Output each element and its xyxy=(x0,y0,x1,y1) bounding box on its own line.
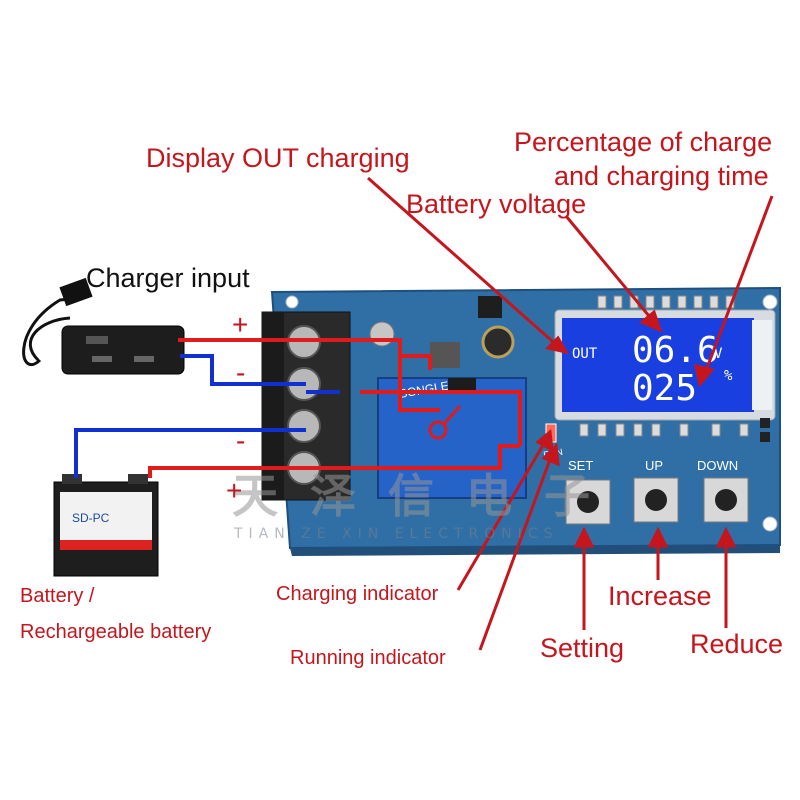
label-display-out: Display OUT charging xyxy=(146,143,410,173)
arrow-running-indicator xyxy=(478,453,554,651)
label-charging-indicator: Charging indicator xyxy=(276,583,439,605)
lcd-percent-unit: % xyxy=(724,368,733,384)
label-setting: Setting xyxy=(540,633,625,663)
inductor xyxy=(430,342,460,368)
side-pins xyxy=(760,418,770,442)
wire-relay-link xyxy=(360,390,522,446)
label-percentage-line1: Percentage of charge xyxy=(514,127,773,157)
arrowhead-setting xyxy=(573,526,595,548)
wire-battery-negative xyxy=(74,428,306,478)
arrow-battery-voltage xyxy=(564,215,656,323)
arrowhead-running-indicator xyxy=(541,442,560,467)
capacitor xyxy=(481,325,515,359)
wire-charger-negative xyxy=(180,354,306,386)
terminal-block-tab xyxy=(262,312,284,500)
label-running-indicator: Running indicator xyxy=(290,647,446,669)
down-button[interactable] xyxy=(703,477,749,523)
mounting-hole xyxy=(762,294,778,310)
label-minus-1: - xyxy=(236,357,246,388)
lcd-side-window xyxy=(752,320,772,410)
arrowhead-reduce xyxy=(715,526,737,548)
lcd-voltage-value: 06.6 xyxy=(632,330,719,371)
lcd-pins-top xyxy=(597,295,735,309)
arrowhead-increase xyxy=(647,526,669,548)
relay xyxy=(377,377,527,499)
mounting-hole xyxy=(762,516,778,532)
annotation-arrows xyxy=(367,176,774,651)
relay-switch-arm xyxy=(442,405,462,425)
arrow-charging-indicator xyxy=(456,439,548,591)
arrowhead-charging-indicator xyxy=(535,429,554,453)
label-percentage-line2: and charging time xyxy=(554,161,769,191)
wire-relay-switch xyxy=(398,356,440,412)
set-button[interactable] xyxy=(565,479,611,525)
lcd-pins-bottom xyxy=(579,423,749,437)
arrowhead-battery-voltage xyxy=(639,309,663,333)
label-reduce: Reduce xyxy=(690,629,784,659)
battery-image: SD-PC xyxy=(53,474,159,577)
label-plus-bottom: + xyxy=(226,475,243,506)
arrowhead-percentage xyxy=(694,363,715,388)
watermark-text: TIAN ZE XIN ELECTRONICS xyxy=(234,526,559,542)
label-battery-voltage: Battery voltage xyxy=(406,189,587,219)
label-battery-line1: Battery / xyxy=(20,585,95,607)
capacitor xyxy=(369,321,395,347)
watermark-logo: 天 泽 信 电 子 xyxy=(232,469,599,523)
up-button[interactable] xyxy=(633,477,679,523)
label-increase: Increase xyxy=(608,581,712,611)
label-charger-input: Charger input xyxy=(86,263,250,293)
arrowhead-display-out xyxy=(545,335,569,355)
label-battery-line2: Rechargeable battery xyxy=(20,621,212,643)
terminal-screw xyxy=(287,409,321,443)
arrow-percentage xyxy=(702,195,774,377)
ic-chip xyxy=(478,296,502,318)
up-label: UP xyxy=(645,458,663,473)
lcd-voltage-unit: V xyxy=(714,346,723,362)
lcd-percent-value: 025 xyxy=(632,368,697,409)
lcd-screen xyxy=(562,318,754,412)
lcd-out-label: OUT xyxy=(572,346,598,362)
relay-switch-contact xyxy=(428,420,448,440)
label-plus-top: + xyxy=(232,309,249,340)
down-label: DOWN xyxy=(697,458,738,473)
charger-adapter xyxy=(22,277,185,375)
smd-component xyxy=(448,378,476,392)
battery-label: SD-PC xyxy=(72,511,110,525)
wire-battery-positive xyxy=(148,444,520,478)
label-minus-2: - xyxy=(236,425,246,456)
set-label: SET xyxy=(568,458,593,473)
mounting-hole xyxy=(285,295,299,309)
arrow-display-out xyxy=(367,176,561,350)
wires xyxy=(74,338,522,478)
